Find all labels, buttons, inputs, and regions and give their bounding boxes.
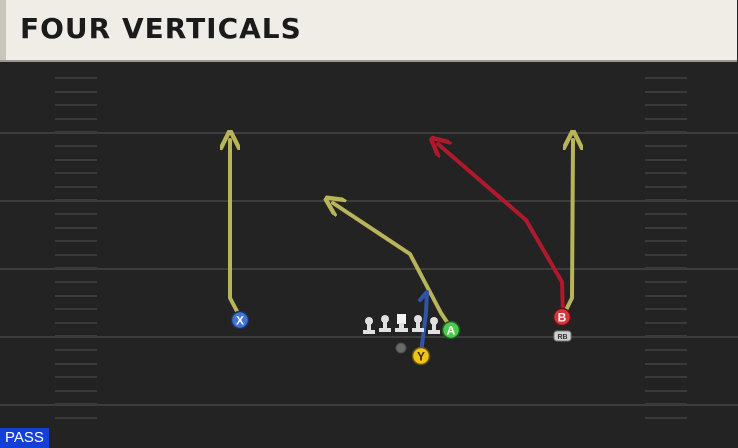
field-turf <box>0 62 738 428</box>
route-y-seam <box>418 290 429 355</box>
play-title: FOUR VERTICALS <box>20 12 302 45</box>
title-accent <box>0 0 6 60</box>
play-type-badge: PASS <box>0 428 49 448</box>
player-rb[interactable]: RB <box>553 330 572 342</box>
yard-lines <box>0 132 738 406</box>
hash-marks <box>55 77 687 419</box>
lineman-icon <box>379 315 391 332</box>
route-a-vertical <box>333 203 453 330</box>
lineman-icon <box>363 317 375 334</box>
title-banner: FOUR VERTICALS <box>0 0 737 60</box>
player-b-label: B <box>558 311 567 325</box>
player-rb-label: RB <box>557 334 567 341</box>
football-field: X A Y B RB <box>0 62 738 428</box>
route-x-vertical <box>230 140 242 319</box>
player-b[interactable]: B <box>552 307 572 327</box>
quarterback-icon <box>395 342 407 354</box>
route-b-post <box>438 144 565 317</box>
player-a-label: A <box>447 324 456 338</box>
player-a[interactable]: A <box>441 320 461 340</box>
lineman-icon <box>412 315 424 332</box>
player-x[interactable]: X <box>230 310 250 330</box>
offensive-line <box>363 314 440 334</box>
player-y[interactable]: Y <box>411 346 431 366</box>
lineman-icon <box>428 317 440 334</box>
player-y-label: Y <box>417 350 425 364</box>
center-icon <box>395 314 408 332</box>
player-x-label: X <box>236 314 244 328</box>
